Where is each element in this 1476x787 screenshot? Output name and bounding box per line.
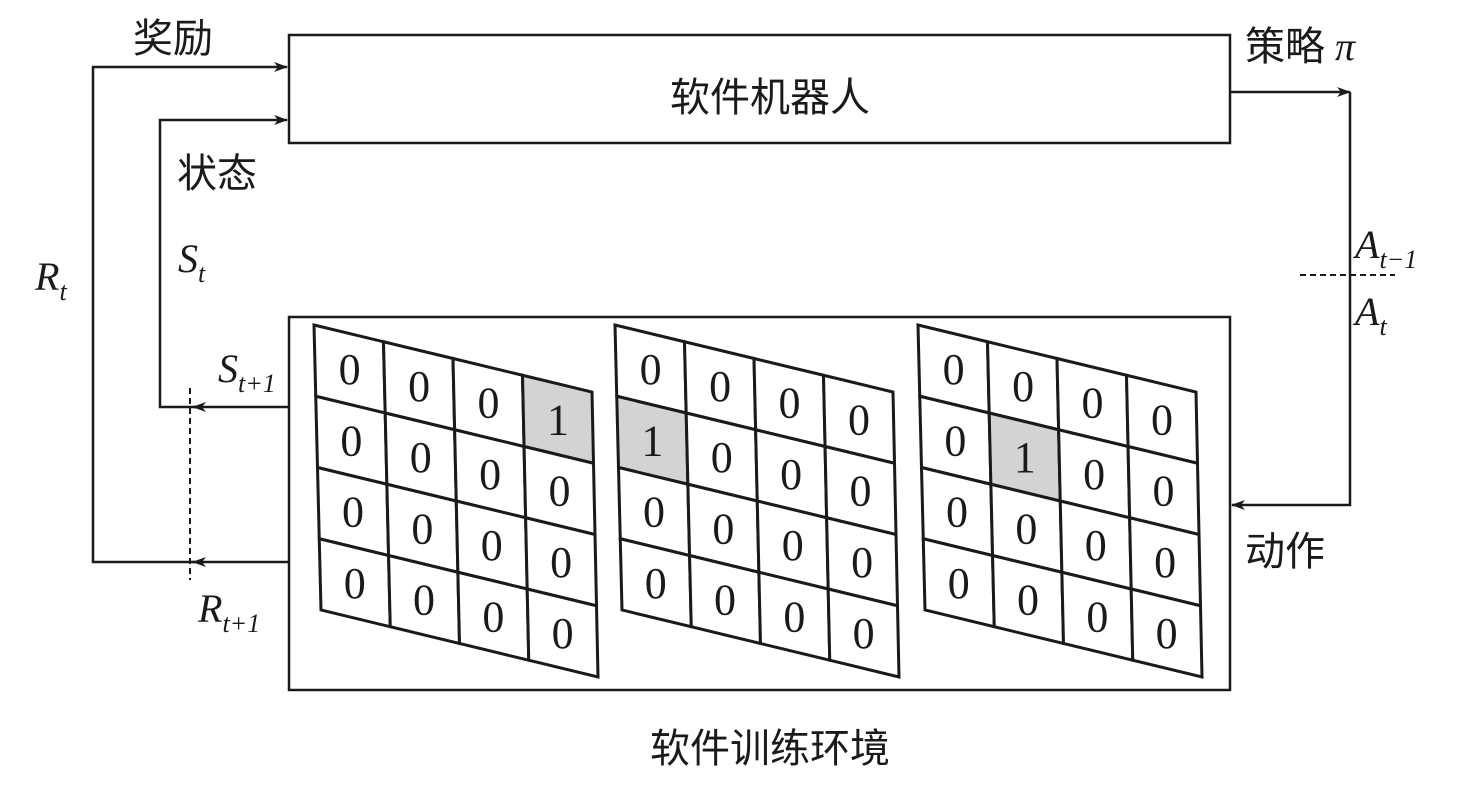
grid-cell-value: 0: [851, 538, 873, 587]
grid-cell-value: 0: [853, 609, 875, 658]
grid-cell-value: 0: [712, 504, 734, 553]
reward-loop-arrow: [91, 62, 288, 564]
grid-cell-value: 0: [479, 450, 501, 499]
grid-cell-value: 0: [1083, 450, 1105, 499]
grid-cell-value: 0: [1012, 362, 1034, 411]
s-next-label: St+1: [218, 346, 276, 398]
grid-cell-value: 0: [645, 559, 667, 608]
grid-cell-value: 0: [1086, 592, 1108, 641]
grid-cell-value: 0: [1015, 504, 1037, 553]
grid-cell-value: 1: [641, 416, 663, 465]
grid-cell-value: 0: [408, 362, 430, 411]
grid-cell-value: 0: [946, 488, 968, 537]
a-t-label: At: [1352, 289, 1387, 341]
grid-cell-value: 0: [1156, 609, 1178, 658]
grid-cell: [826, 587, 901, 679]
s-t-label: St: [178, 236, 206, 288]
grid-cell-value: 0: [779, 379, 801, 428]
grid-cell-value: 0: [342, 488, 364, 537]
grid-cell-value: 0: [344, 559, 366, 608]
grid-cell-value: 0: [1154, 538, 1176, 587]
grid-cell-value: 0: [943, 345, 965, 394]
environment-label: 软件训练环境: [650, 726, 890, 772]
grid-cell-value: 1: [1014, 433, 1036, 482]
grid-cell-value: 0: [709, 362, 731, 411]
agent-label: 软件机器人: [670, 75, 870, 121]
grid-cell-value: 0: [410, 433, 432, 482]
grid-cell-value: 0: [643, 488, 665, 537]
grid-cell-value: 0: [1082, 379, 1104, 428]
grid-cell-value: 1: [547, 395, 569, 444]
grid-cell-value: 0: [711, 433, 733, 482]
grid-cell: [1129, 587, 1204, 679]
grid-cell-value: 0: [549, 467, 571, 516]
action-arrow: [1231, 92, 1352, 510]
grid-cell: [525, 587, 600, 679]
state-loop-arrow: [158, 115, 288, 409]
grid-cell-value: 0: [1017, 576, 1039, 625]
grid-cell-value: 0: [552, 609, 574, 658]
r-next-label: Rt+1: [197, 586, 260, 638]
grid-cell-value: 0: [411, 504, 433, 553]
grid-cell-value: 0: [780, 450, 802, 499]
grid-cell-value: 0: [1085, 521, 1107, 570]
grid-cell-value: 0: [948, 559, 970, 608]
grid-cell-value: 0: [1153, 467, 1175, 516]
grid-cell-value: 0: [714, 576, 736, 625]
agent-box: [287, 33, 1232, 145]
grid-cell-value: 0: [640, 345, 662, 394]
grid-cell-value: 0: [848, 395, 870, 444]
action-label: 动作: [1245, 529, 1325, 575]
grid-cell-value: 0: [478, 379, 500, 428]
grid-cell-value: 0: [340, 416, 362, 465]
grid-cell-value: 0: [339, 345, 361, 394]
grid-cell-value: 0: [481, 521, 503, 570]
grid-cell-value: 0: [782, 521, 804, 570]
grid-cell-value: 0: [850, 467, 872, 516]
grid-cell-value: 0: [783, 592, 805, 641]
grid-cell-value: 0: [1151, 395, 1173, 444]
state-label: 状态: [177, 151, 257, 197]
r-t-label: Rt: [34, 254, 67, 306]
reward-label: 奖励: [133, 16, 213, 62]
grid-cell-value: 0: [944, 416, 966, 465]
grid-cell-value: 0: [413, 576, 435, 625]
grid-cell-value: 0: [550, 538, 572, 587]
a-prev-label: At−1: [1352, 222, 1417, 274]
environment-box: [287, 315, 1232, 692]
grid-cell-value: 0: [482, 592, 504, 641]
